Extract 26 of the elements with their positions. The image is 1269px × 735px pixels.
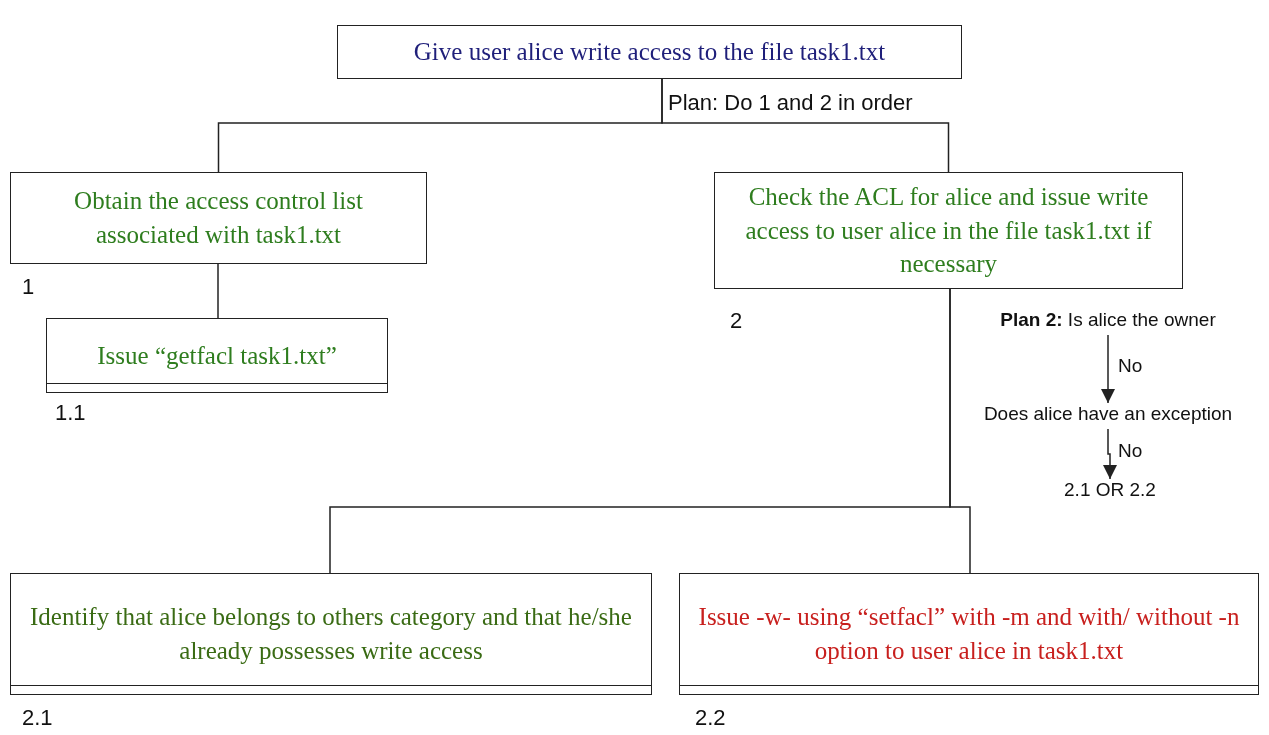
arrow — [1101, 334, 1115, 404]
connector-line — [661, 78, 950, 173]
plan-text: Plan: Do 1 and 2 in order — [668, 90, 913, 116]
task-text: Give user alice write access to the file task1.txt — [413, 37, 886, 68]
task-text: Check the ACL for alice and issue write access to user alice in the file task1.txt if necessary — [744, 181, 1153, 280]
task-text: Obtain the access control list associated with task1.txt — [73, 186, 364, 250]
task-number: 2.2 — [695, 705, 726, 731]
arrow — [1103, 428, 1117, 480]
connector-line — [217, 263, 219, 319]
task-text: Issue “getfacl task1.txt” — [97, 340, 337, 371]
task-box — [10, 172, 427, 264]
connector-line — [949, 288, 971, 574]
plan-text: Plan 2: Is alice the owner — [970, 309, 1246, 335]
task-text: Issue -w- using “setfacl” with -m and with/ without -n option to user alice in task1.txt — [697, 602, 1241, 666]
task-number: 1.1 — [55, 400, 86, 426]
plan-text: Does alice have an exception — [955, 403, 1261, 429]
plan-text: 2.1 OR 2.2 — [1055, 479, 1165, 505]
task-box — [46, 318, 388, 393]
task-box — [337, 25, 962, 79]
task-number: 2.1 — [22, 705, 53, 731]
task-text: Identify that alice belongs to others category and that he/she already possesses write access — [29, 602, 633, 666]
task-box — [714, 172, 1183, 289]
task-box — [679, 573, 1259, 695]
task-number: 2 — [730, 308, 743, 334]
task-number: 1 — [22, 274, 35, 300]
task-box — [10, 573, 652, 695]
